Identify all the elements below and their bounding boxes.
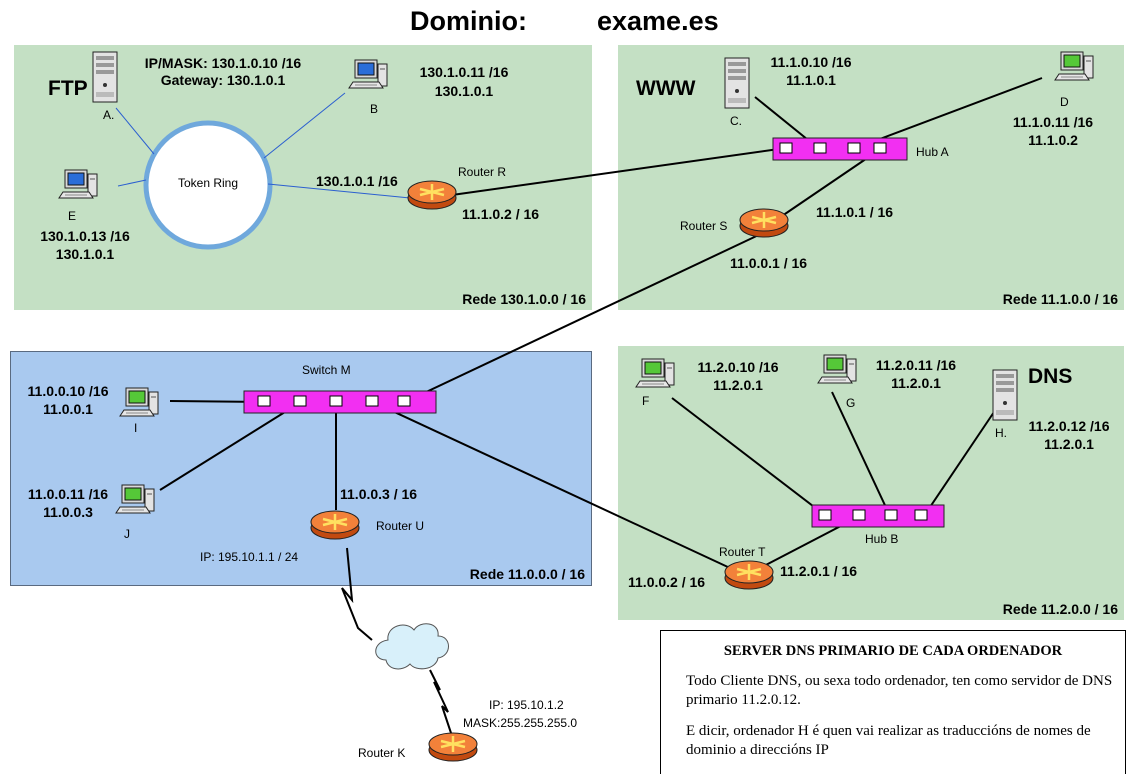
title-label: Dominio:	[410, 6, 527, 36]
computer-f-icon	[635, 358, 675, 388]
computer-b-gateway: 130.1.0.1	[434, 83, 494, 99]
wan-cloud	[375, 623, 449, 670]
router-u-icon	[309, 509, 361, 541]
server-h-icon	[992, 369, 1018, 421]
hub-a-label: Hub A	[916, 145, 949, 159]
network-label: Rede 11.2.0.0 / 16	[1002, 601, 1118, 617]
router-r-icon	[406, 179, 458, 211]
dns-note-heading: SERVER DNS PRIMARIO DE CADA ORDENADOR	[723, 643, 1063, 659]
network-11-1: Rede 11.1.0.0 / 16	[618, 45, 1124, 310]
router-u-ip1: 11.0.0.3 / 16	[340, 486, 418, 502]
router-s-ip2: 11.0.0.1 / 16	[730, 255, 808, 271]
server-h-name: H.	[995, 426, 1007, 440]
computer-i-gateway: 11.0.0.1	[43, 401, 93, 417]
computer-d-icon	[1054, 51, 1094, 81]
computer-j-ip: 11.0.0.11 /16	[27, 486, 109, 502]
computer-g-gateway: 11.2.0.1	[891, 375, 941, 391]
computer-i-icon	[119, 387, 159, 417]
computer-g-ip: 11.2.0.11 /16	[875, 357, 957, 373]
computer-i-name: I	[134, 421, 138, 435]
server-h-ip: 11.2.0.12 /16	[1028, 418, 1110, 434]
network-label: Rede 130.1.0.0 / 16	[462, 291, 586, 307]
server-c-gateway: 11.1.0.1	[786, 72, 836, 88]
switch-m-label: Switch M	[302, 363, 351, 377]
computer-i-ip: 11.0.0.10 /16	[27, 383, 109, 399]
computer-f-name: F	[642, 394, 650, 408]
computer-e-icon	[58, 169, 98, 199]
router-s-name: Router S	[680, 219, 728, 233]
dns-note: SERVER DNS PRIMARIO DE CADA ORDENADOR To…	[660, 630, 1126, 774]
router-s-ip1: 11.1.0.1 / 16	[816, 204, 894, 220]
token-ring	[143, 120, 273, 250]
computer-f-ip: 11.2.0.10 /16	[697, 359, 779, 375]
computer-g-name: G	[846, 396, 856, 410]
computer-d-gateway: 11.1.0.2	[1028, 132, 1078, 148]
server-a-ip: IP/MASK: 130.1.0.10 /16	[144, 55, 302, 71]
computer-e-name: E	[68, 209, 77, 223]
router-r-name: Router R	[458, 165, 507, 179]
router-t-ip2: 11.2.0.1 / 16	[780, 563, 858, 579]
server-h-role: DNS	[1028, 365, 1073, 388]
router-u-name: Router U	[376, 519, 425, 533]
server-c-role: WWW	[636, 77, 696, 100]
computer-g-icon	[817, 354, 857, 384]
router-k-ip: IP: 195.10.1.2	[489, 698, 564, 712]
router-r-ip1: 130.1.0.1 /16	[316, 173, 398, 189]
computer-d-ip: 11.1.0.11 /16	[1012, 114, 1094, 130]
router-t-ip1: 11.0.0.2 / 16	[628, 574, 706, 590]
server-a-gateway: Gateway: 130.1.0.1	[160, 72, 286, 88]
page-title: Dominio:	[410, 6, 527, 37]
computer-d-name: D	[1060, 95, 1069, 109]
router-u-ip2: IP: 195.10.1.1 / 24	[200, 550, 299, 564]
computer-f-gateway: 11.2.0.1	[713, 377, 763, 393]
router-s-icon	[738, 207, 790, 239]
router-k-mask: MASK:255.255.255.0	[463, 716, 578, 730]
network-11-0: Rede 11.0.0.0 / 16	[10, 351, 592, 586]
router-t-icon	[723, 559, 775, 591]
domain-name: exame.es	[597, 6, 719, 36]
server-c-icon	[724, 57, 750, 109]
network-label: Rede 11.0.0.0 / 16	[469, 566, 585, 582]
router-k-icon	[427, 731, 479, 763]
server-a-name: A.	[103, 108, 115, 122]
server-a-icon	[92, 51, 118, 103]
network-11-2: Rede 11.2.0.0 / 16	[618, 346, 1124, 620]
dns-note-paragraph-1: Todo Cliente DNS, ou sexa todo ordenador…	[686, 673, 1113, 708]
computer-e-ip: 130.1.0.13 /16	[40, 228, 130, 244]
dns-note-paragraph-2: E dicir, ordenador H é quen vai realizar…	[686, 723, 1091, 758]
computer-j-gateway: 11.0.0.3	[43, 504, 93, 520]
router-t-name: Router T	[719, 545, 766, 559]
router-k-name: Router K	[358, 746, 406, 760]
network-label: Rede 11.1.0.0 / 16	[1002, 291, 1118, 307]
server-h-gateway: 11.2.0.1	[1044, 436, 1094, 452]
computer-b-icon	[348, 59, 388, 89]
hub-a	[772, 137, 908, 161]
hub-b-label: Hub B	[865, 532, 899, 546]
computer-e-gateway: 130.1.0.1	[55, 246, 115, 262]
computer-b-ip: 130.1.0.11 /16	[419, 64, 509, 80]
token-ring-label: Token Ring	[177, 176, 239, 190]
router-r-ip2: 11.1.0.2 / 16	[462, 206, 540, 222]
server-c-name: C.	[730, 114, 742, 128]
server-c-ip: 11.1.0.10 /16	[770, 54, 852, 70]
computer-j-name: J	[124, 527, 130, 541]
hub-b	[811, 504, 945, 528]
switch-m	[243, 390, 437, 414]
computer-b-name: B	[370, 102, 379, 116]
server-a-role: FTP	[48, 77, 88, 100]
